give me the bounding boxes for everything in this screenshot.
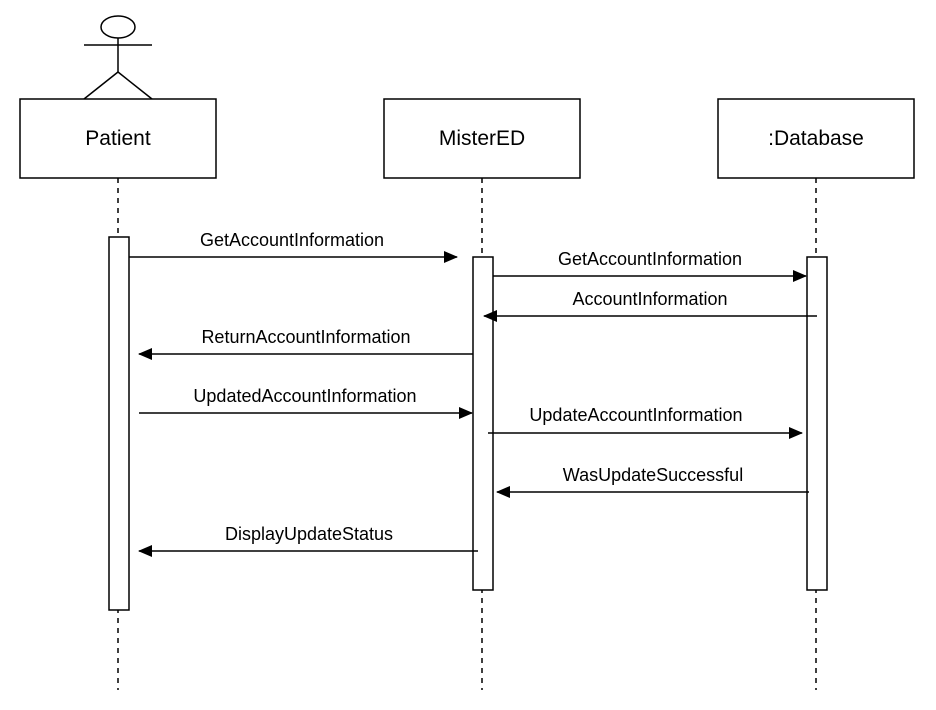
- patient-label: Patient: [85, 127, 151, 150]
- message-label: UpdatedAccountInformation: [193, 386, 416, 406]
- mistered-activation: [472, 256, 494, 591]
- message-account-info: AccountInformation: [483, 289, 817, 322]
- message-label: WasUpdateSuccessful: [563, 465, 743, 485]
- message-label: GetAccountInformation: [200, 230, 384, 250]
- database-label: :Database: [768, 127, 864, 150]
- message-was-update-successful: WasUpdateSuccessful: [496, 465, 809, 498]
- patient-activation: [108, 236, 130, 611]
- message-label: AccountInformation: [572, 289, 727, 309]
- message-updated-account-info: UpdatedAccountInformation: [139, 386, 473, 419]
- patient-actor-icon: [83, 15, 153, 100]
- message-label: DisplayUpdateStatus: [225, 524, 393, 544]
- message-return-account-info: ReturnAccountInformation: [138, 327, 473, 360]
- message-get-account-info-2: GetAccountInformation: [493, 249, 807, 282]
- message-label: ReturnAccountInformation: [201, 327, 410, 347]
- message-label: GetAccountInformation: [558, 249, 742, 269]
- message-get-account-info-1: GetAccountInformation: [129, 230, 458, 263]
- message-display-update-status: DisplayUpdateStatus: [138, 524, 478, 557]
- message-update-account-info: UpdateAccountInformation: [488, 405, 803, 439]
- patient-box: Patient: [19, 98, 217, 179]
- message-label: UpdateAccountInformation: [529, 405, 742, 425]
- database-activation: [806, 256, 828, 591]
- mistered-label: MisterED: [439, 127, 525, 150]
- mistered-box: MisterED: [383, 98, 581, 179]
- database-box: :Database: [717, 98, 915, 179]
